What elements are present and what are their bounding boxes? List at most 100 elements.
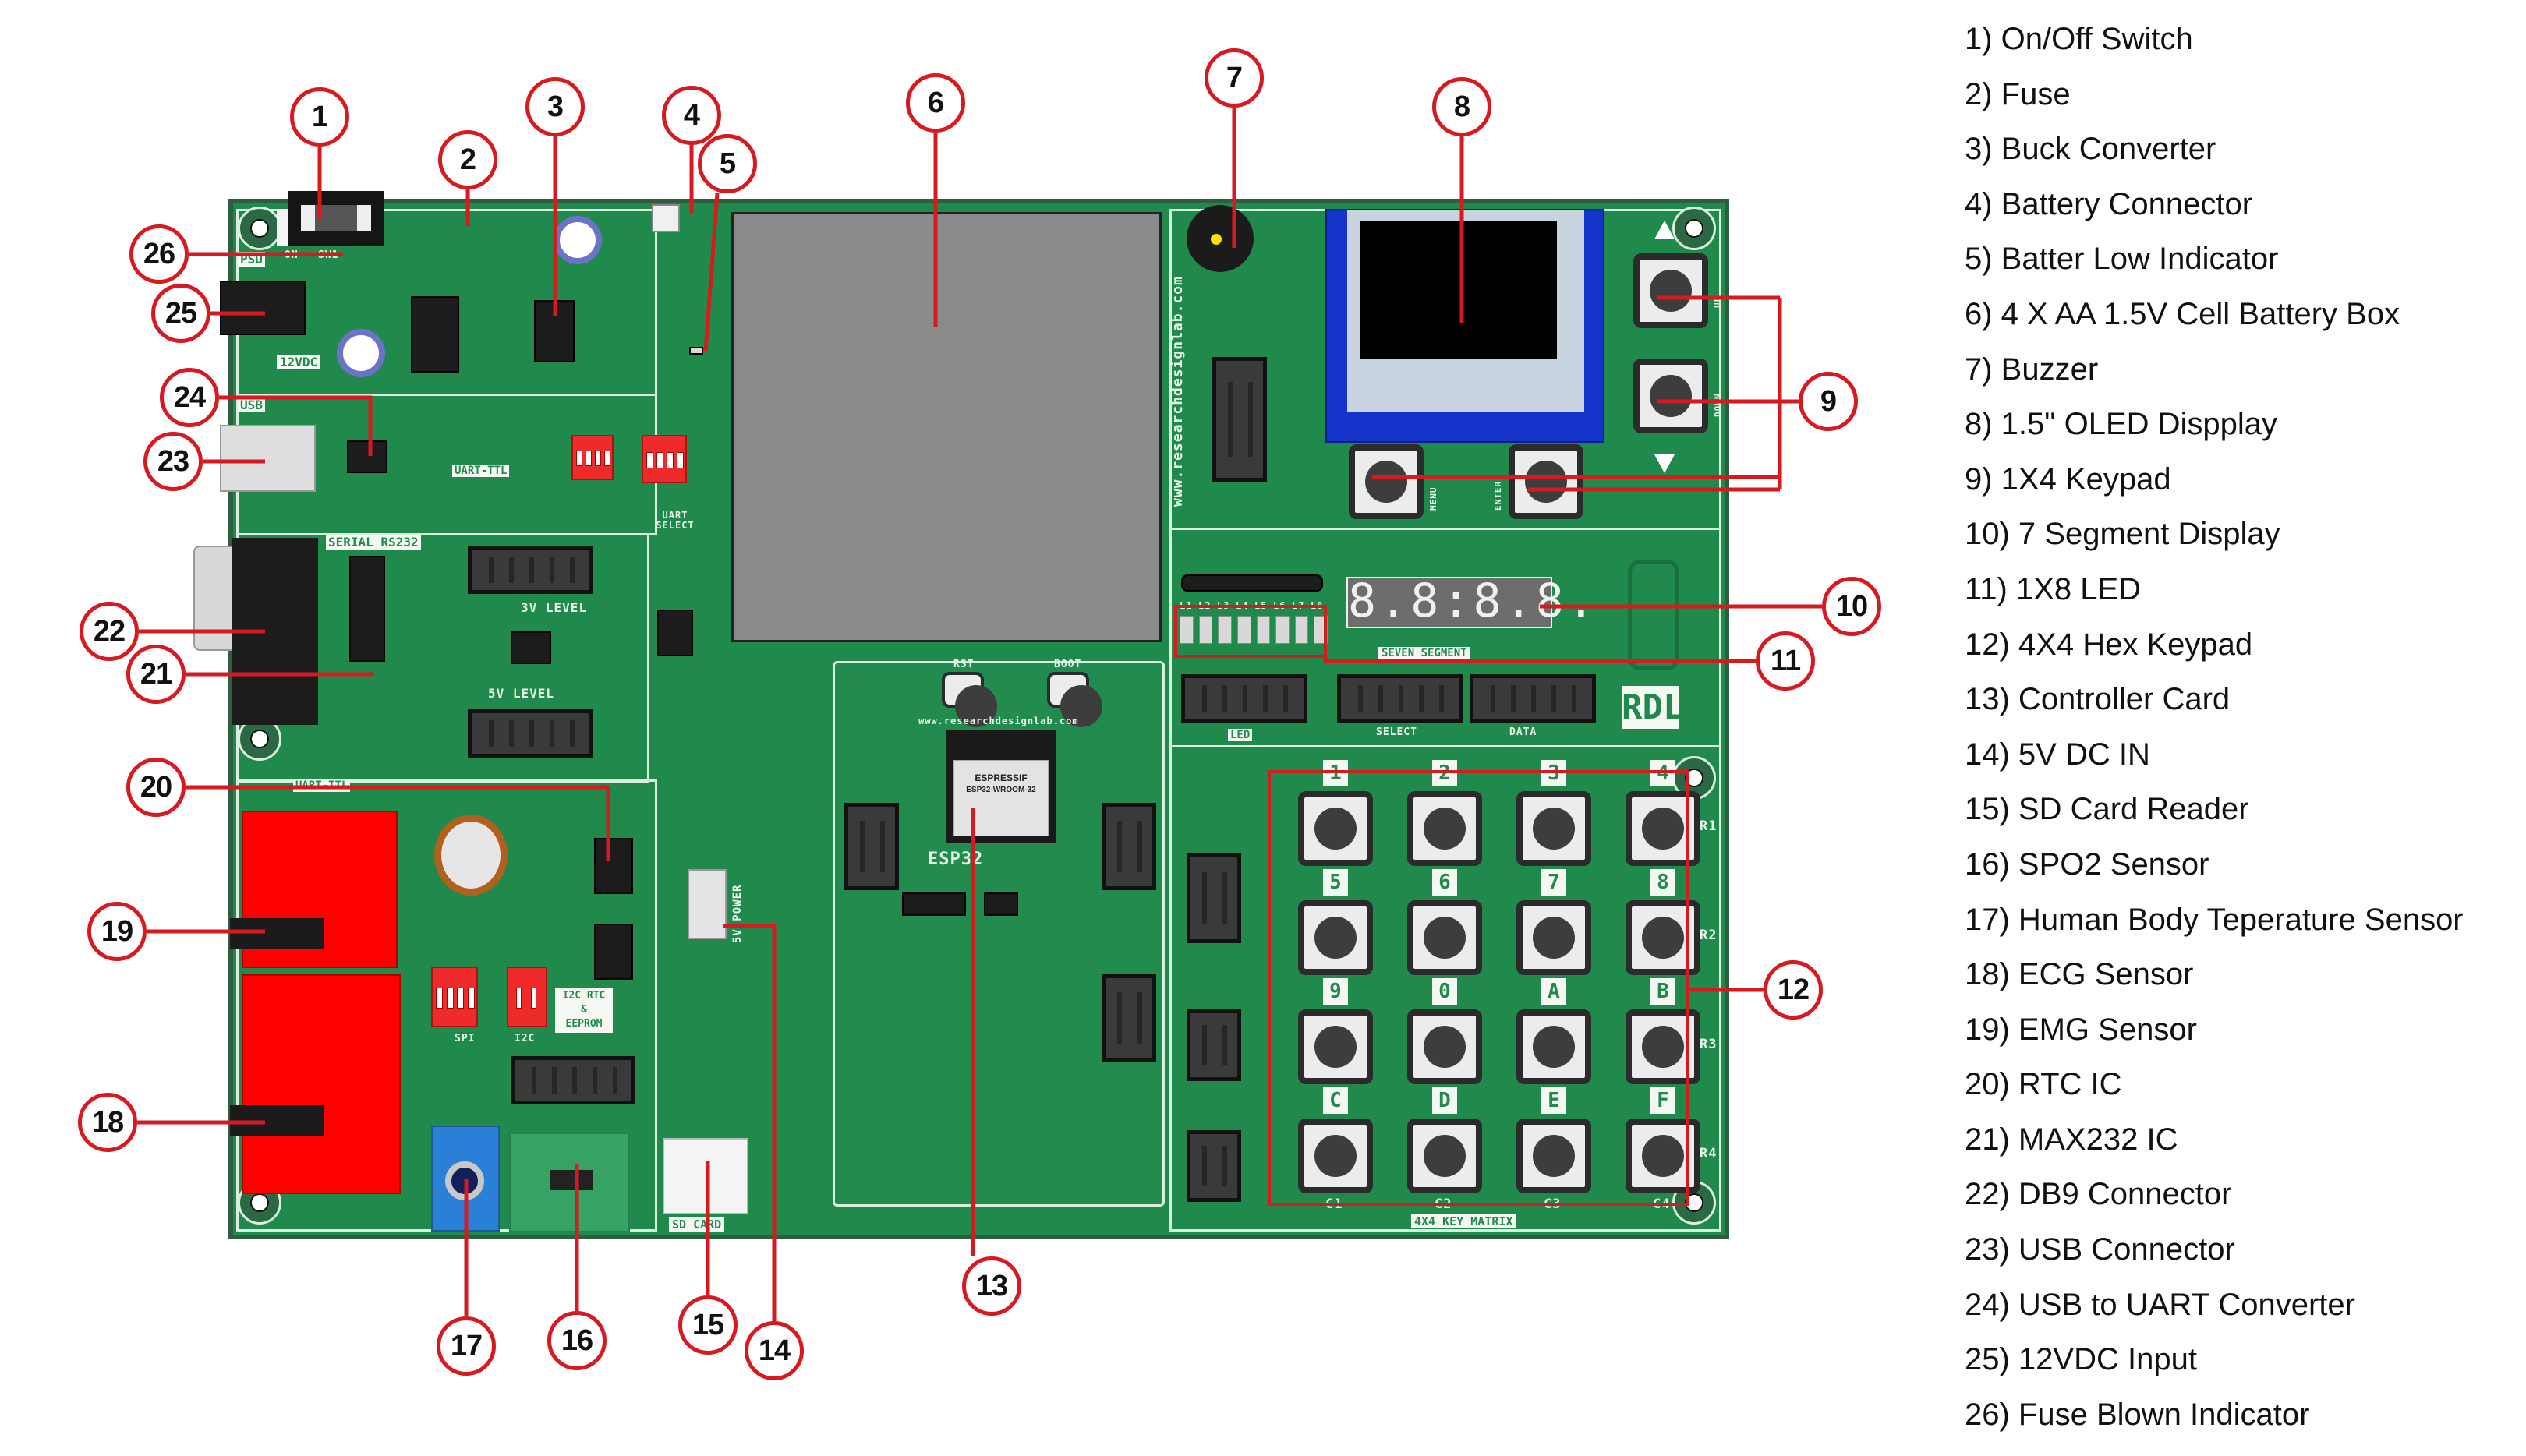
header-sv8[interactable] [1212,357,1267,482]
callout-6: 6 [906,73,965,133]
header-sv7-5v[interactable] [1187,1130,1241,1202]
led [1314,616,1328,644]
up-button[interactable] [1633,253,1708,328]
fingerprint-pad [1628,560,1679,670]
data-label: DATA [1509,726,1537,738]
callout-10: 10 [1822,577,1881,636]
menu-label: MENU [1428,486,1438,511]
rst-button[interactable] [942,672,997,727]
keypad-key-0[interactable] [1407,1009,1482,1084]
enter-button[interactable] [1509,444,1583,519]
callout-18: 18 [78,1093,137,1152]
header-sv1[interactable] [511,1056,635,1104]
fuse [288,191,384,246]
emg-audio-jack[interactable] [230,918,324,949]
oled-screen [1360,221,1557,359]
keypad-key-C[interactable] [1298,1119,1373,1193]
keypad-key-9[interactable] [1298,1009,1373,1084]
callout-21: 21 [126,645,186,704]
boot-button[interactable] [1047,672,1102,727]
up-arrow-icon [1654,221,1675,239]
keypad-key-3[interactable] [1516,791,1591,866]
keypad-key-7[interactable] [1516,900,1591,975]
uart-select-label: UART SELECT [656,510,695,531]
key-label: 0 [1432,978,1457,1005]
switch-sw1-label: SW1 [318,249,339,261]
dc-jack[interactable] [220,281,306,335]
dip-switch-dip1[interactable] [571,435,614,480]
battery-connector[interactable] [652,204,680,232]
usb-b-connector[interactable] [220,425,316,492]
header-sv6-gnd[interactable] [1187,1009,1241,1081]
keypad-col-label: C3 [1544,1196,1562,1212]
header-p3[interactable] [1102,974,1156,1062]
led [1294,616,1309,644]
ic4 [657,610,693,656]
legend-item: 13) Controller Card [1965,682,2231,717]
keypad-key-2[interactable] [1407,791,1482,866]
level-3v-label: 3V LEVEL [521,600,588,615]
keypad-row-label: R3 [1700,1037,1718,1052]
key-label: 6 [1432,869,1457,896]
micro-usb-5v-power[interactable] [688,869,727,939]
dip-switch-uart-select[interactable] [642,435,687,483]
header-sv5[interactable] [1187,853,1241,943]
key-label: C [1323,1087,1348,1114]
key-label: B [1650,978,1675,1005]
keypad-key-8[interactable] [1626,900,1700,975]
buzzer [1187,205,1254,272]
keypad-key-4[interactable] [1626,791,1700,866]
select-label: SELECT [1376,726,1417,738]
header-sv10-5v[interactable] [468,709,593,758]
key-label: 4 [1650,760,1675,786]
sd-card-slot[interactable] [663,1138,748,1214]
callout-26: 26 [129,224,189,284]
esp32-shield: ESPRESSIF ESP32-WROOM-32 [953,760,1049,836]
ecg-audio-jack[interactable] [230,1105,324,1136]
down-button[interactable] [1633,359,1708,433]
header-p2[interactable] [1102,803,1156,890]
keypad-key-6[interactable] [1407,900,1482,975]
header-p1[interactable] [844,803,899,890]
header-sv9-3v[interactable] [468,546,593,594]
eeprom-ic [594,924,633,980]
led-label: L5 [1254,600,1268,611]
dip-switch-i2c[interactable] [507,967,547,1027]
menu-button[interactable] [1349,444,1424,519]
keypad-key-D[interactable] [1407,1119,1482,1193]
keypad-key-B[interactable] [1626,1009,1700,1084]
callout-22: 22 [80,602,139,661]
website-label: www.researchdesignlab.com [1169,276,1186,507]
key-label: 5 [1323,869,1348,896]
level-shifter-ic [511,631,551,664]
legend-item: 6) 4 X AA 1.5V Cell Battery Box [1965,296,2400,331]
keypad-key-F[interactable] [1626,1119,1700,1193]
callout-25: 25 [151,284,210,343]
down-arrow-icon [1654,454,1675,473]
keypad-key-1[interactable] [1298,791,1373,866]
keypad-key-5[interactable] [1298,900,1373,975]
header-sv2-led[interactable] [1181,674,1307,723]
legend-item: 4) Battery Connector [1965,186,2253,221]
keypad-key-A[interactable] [1516,1009,1591,1084]
db9-shell [193,546,234,651]
capacitor-c3 [337,329,385,377]
keypad-key-E[interactable] [1516,1119,1591,1193]
led-label: L7 [1292,600,1305,611]
db9-connector[interactable] [232,538,318,725]
esp-model: ESP32-WROOM-32 [966,786,1036,794]
legend-item: 16) SPO2 Sensor [1965,846,2209,882]
key-label: 2 [1432,760,1457,786]
header-sv3-select[interactable] [1337,674,1463,723]
dip-switch-spi[interactable] [431,967,478,1027]
callout-24: 24 [160,368,219,427]
i2c-rtc-eeprom-label: I2C RTC & EEPROM [555,988,613,1033]
inductor-l9 [411,296,459,373]
key-label: 3 [1541,760,1566,786]
legend-item: 25) 12VDC Input [1965,1342,2197,1377]
rtc-coin-battery [434,815,508,896]
callout-20: 20 [126,758,186,817]
legend-item: 1) On/Off Switch [1965,22,2193,56]
legend-item: 21) MAX232 IC [1965,1122,2178,1157]
header-sv4-data[interactable] [1470,674,1596,723]
